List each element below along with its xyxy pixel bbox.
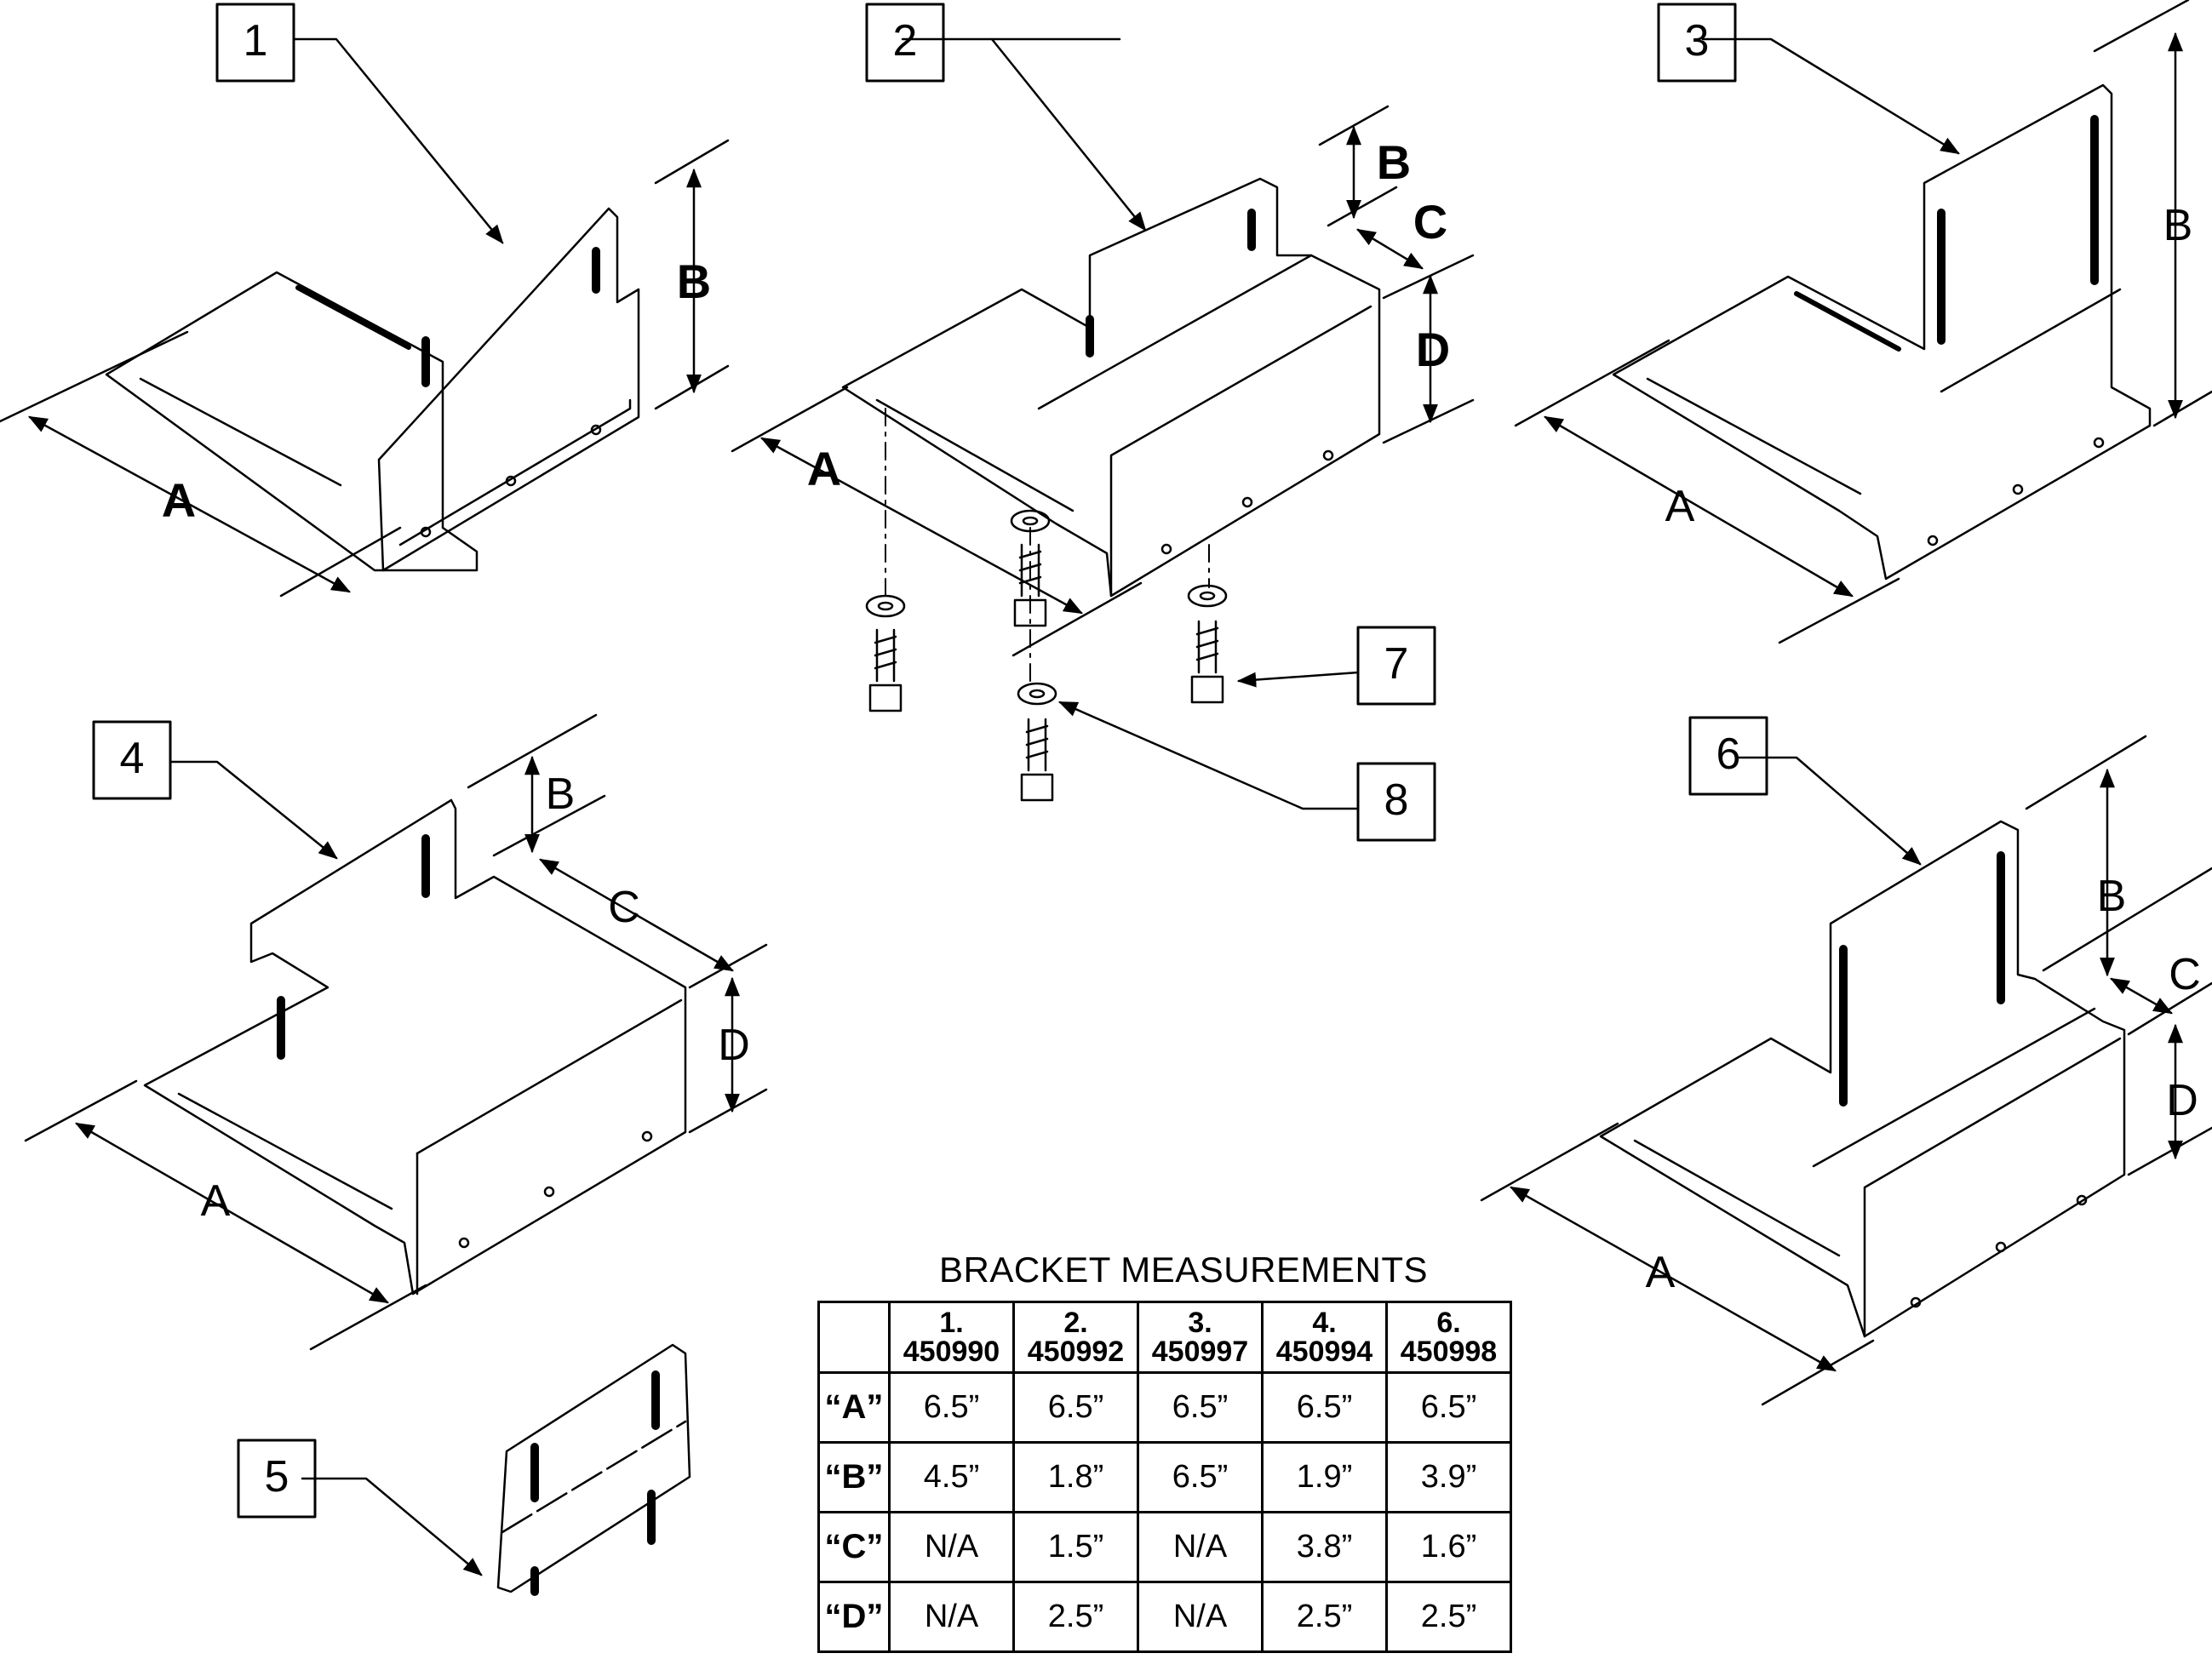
dim-label-c-2: C (1413, 195, 1447, 249)
callout-3: 3 (1685, 16, 1710, 66)
dim-label-d-2: D (1416, 323, 1450, 376)
table-header-cell: 6.450998 (1385, 1301, 1512, 1374)
callout-8: 8 (1384, 775, 1409, 825)
dim-label-c-4: C (608, 883, 640, 932)
callout-4: 4 (120, 734, 145, 783)
table-cell: 1.5” (1012, 1511, 1139, 1583)
dim-label-d-6: D (2166, 1076, 2198, 1125)
row-label: “A” (817, 1371, 891, 1444)
dim-label-b-1: B (677, 255, 711, 308)
callout-2: 2 (893, 16, 918, 66)
table-cell: 6.5” (1137, 1371, 1264, 1444)
callout-box-8 (1356, 762, 1436, 842)
dim-label-a-3: A (1665, 482, 1695, 531)
column-part-number: 450992 (1027, 1336, 1125, 1368)
bracket-1 (0, 37, 730, 598)
row-label: “D” (817, 1581, 891, 1653)
table-row: “A” 6.5” 6.5” 6.5” 6.5” 6.5” (817, 1371, 1512, 1444)
table-cell: 1.6” (1385, 1511, 1512, 1583)
dim-label-a-4: A (201, 1176, 231, 1226)
table-cell: N/A (1137, 1581, 1264, 1653)
table-cell: 1.8” (1012, 1441, 1139, 1513)
column-index: 6. (1436, 1307, 1461, 1339)
dim-label-b-2: B (1377, 135, 1411, 189)
callout-box-4 (92, 720, 172, 800)
column-index: 3. (1188, 1307, 1212, 1339)
callout-6: 6 (1716, 729, 1741, 779)
dim-label-b-4: B (546, 769, 576, 819)
table-title: BRACKET MEASUREMENTS (939, 1250, 1428, 1290)
table-cell: N/A (888, 1581, 1015, 1653)
table-cell: 3.8” (1261, 1511, 1388, 1583)
dim-label-b-6: B (2097, 872, 2127, 921)
table-cell: 6.5” (1261, 1371, 1388, 1444)
table-cell: 6.5” (888, 1371, 1015, 1444)
table-cell: 2.5” (1261, 1581, 1388, 1653)
column-part-number: 450990 (903, 1336, 1000, 1368)
column-part-number: 450994 (1275, 1336, 1373, 1368)
dim-label-a-2: A (807, 442, 841, 495)
table-cell: 6.5” (1137, 1441, 1264, 1513)
bracket-6 (1480, 735, 2212, 1406)
table-cell: N/A (888, 1511, 1015, 1583)
column-index: 2. (1063, 1307, 1088, 1339)
table-header-cell: 1.450990 (888, 1301, 1015, 1374)
table-cell: 2.5” (1012, 1581, 1139, 1653)
bracket-measurements-table: 1.450990 2.450992 3.450997 4.450994 6.45… (817, 1301, 1512, 1653)
table-header-cell: 3.450997 (1137, 1301, 1264, 1374)
column-part-number: 450998 (1400, 1336, 1498, 1368)
table-row: “C” N/A 1.5” N/A 3.8” 1.6” (817, 1511, 1512, 1583)
dim-label-b-3: B (2163, 201, 2193, 250)
bracket-4 (24, 713, 768, 1351)
table-corner-cell (817, 1301, 891, 1374)
callout-7: 7 (1384, 639, 1409, 689)
table-cell: 6.5” (1385, 1371, 1512, 1444)
table-cell: N/A (1137, 1511, 1264, 1583)
table-cell: 2.5” (1385, 1581, 1512, 1653)
bracket-5 (301, 1343, 691, 1596)
column-index: 1. (939, 1307, 964, 1339)
dim-label-c-6: C (2169, 950, 2201, 999)
callout-box-6 (1688, 716, 1768, 796)
callout-5: 5 (265, 1452, 289, 1502)
table-cell: 1.9” (1261, 1441, 1388, 1513)
callout-box-5 (237, 1439, 317, 1519)
table-header-row: 1.450990 2.450992 3.450997 4.450994 6.45… (817, 1301, 1512, 1374)
dim-label-a-6: A (1646, 1248, 1676, 1297)
callout-box-7 (1356, 626, 1436, 706)
callout-box-2 (865, 3, 945, 83)
table-cell: 3.9” (1385, 1441, 1512, 1513)
column-part-number: 450997 (1151, 1336, 1249, 1368)
callout-box-3 (1657, 3, 1737, 83)
table-row: “B” 4.5” 1.8” 6.5” 1.9” 3.9” (817, 1441, 1512, 1513)
row-label: “C” (817, 1511, 891, 1583)
row-label: “B” (817, 1441, 891, 1513)
dim-label-a-1: A (162, 473, 196, 527)
callout-box-1 (215, 3, 295, 83)
bracket-2 (731, 37, 1475, 810)
column-index: 4. (1312, 1307, 1337, 1339)
bracket-3 (1514, 0, 2212, 644)
table-row: “D” N/A 2.5” N/A 2.5” 2.5” (817, 1581, 1512, 1653)
callout-1: 1 (244, 16, 268, 66)
table-header-cell: 4.450994 (1261, 1301, 1388, 1374)
table-cell: 4.5” (888, 1441, 1015, 1513)
table-cell: 6.5” (1012, 1371, 1139, 1444)
table-header-cell: 2.450992 (1012, 1301, 1139, 1374)
dim-label-d-4: D (718, 1021, 750, 1070)
